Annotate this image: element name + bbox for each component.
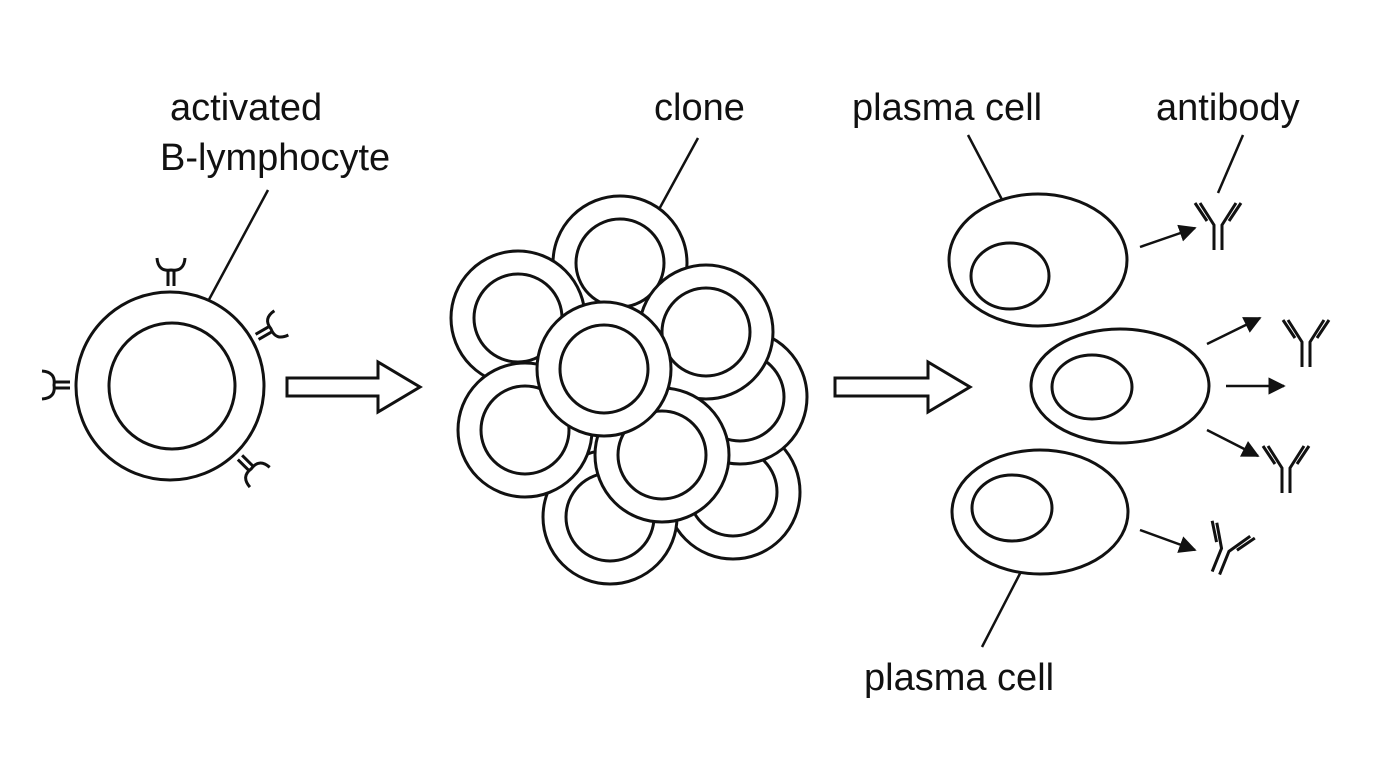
secretion-arrow-icon bbox=[1139, 528, 1197, 553]
antibody-icon bbox=[1193, 202, 1243, 250]
clone-leader-line bbox=[655, 137, 700, 214]
antibody-leader-line bbox=[1216, 134, 1245, 194]
clone-cell bbox=[535, 300, 673, 438]
secretion-arrow-icon bbox=[1206, 316, 1262, 346]
receptor-icon bbox=[236, 454, 271, 489]
antibody-icon bbox=[1210, 520, 1256, 576]
b-lymphocyte-leader-line bbox=[196, 189, 270, 321]
clone-cluster bbox=[449, 194, 809, 586]
antibody-label: antibody bbox=[1156, 87, 1300, 129]
b-lymphocyte-label-line1: activated bbox=[170, 87, 322, 129]
antibody-icon bbox=[1281, 319, 1331, 367]
plasma-cell-bottom-leader-line bbox=[980, 559, 1029, 648]
plasma-cell-bottom bbox=[950, 448, 1130, 576]
receptor-icon bbox=[155, 257, 187, 286]
process-arrow-icon bbox=[833, 359, 973, 415]
process-arrow-icon bbox=[285, 359, 423, 415]
secretion-arrow-icon bbox=[1139, 224, 1197, 249]
receptor-icon bbox=[254, 309, 290, 341]
b-lymphocyte-cell bbox=[41, 257, 290, 489]
antibody-icon bbox=[1261, 445, 1311, 493]
plasma-cell-middle bbox=[1029, 327, 1211, 445]
plasma-cell-top-label: plasma cell bbox=[852, 87, 1042, 129]
plasma-cell-top bbox=[947, 192, 1129, 328]
receptor-icon bbox=[41, 369, 70, 401]
secretion-arrow-icon bbox=[1206, 428, 1260, 458]
clone-label: clone bbox=[654, 87, 745, 129]
b-lymphocyte-label-line2: B-lymphocyte bbox=[160, 137, 390, 179]
plasma-cell-bottom-label: plasma cell bbox=[864, 657, 1054, 699]
